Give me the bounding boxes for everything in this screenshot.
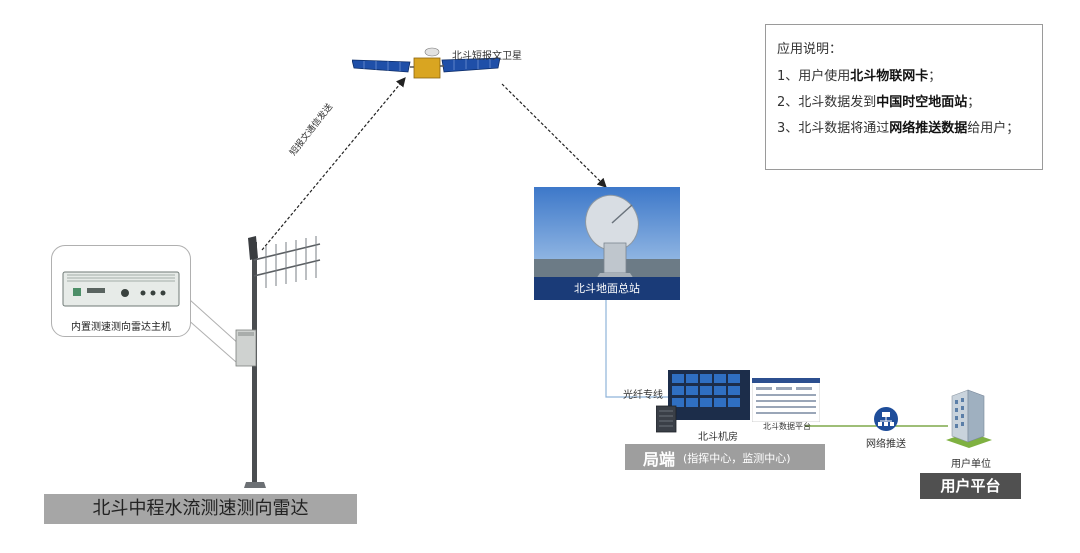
application-notes: 应用说明： 1、用户使用北斗物联网卡； 2、北斗数据发到中国时空地面站； 3、北… (765, 24, 1043, 170)
network-icon (873, 406, 899, 432)
building-icon (944, 388, 994, 450)
data-platform-screen (752, 378, 820, 422)
note-item: 3、北斗数据将通过网络推送数据给用户； (777, 117, 1019, 136)
computer-room-image (656, 368, 752, 434)
note-item: 1、用户使用北斗物联网卡； (777, 65, 941, 84)
notes-title: 应用说明： (777, 38, 842, 57)
local-end-title: 局端 (643, 446, 675, 470)
local-end-bar: 局端 (指挥中心，监测中心) (625, 444, 825, 470)
radar-host-callout: 内置测速测向雷达主机 (51, 245, 191, 337)
radar-pole-icon (228, 232, 328, 492)
note-item: 2、北斗数据发到中国时空地面站； (777, 91, 980, 110)
user-platform-bar: 用户平台 (920, 473, 1021, 499)
downlink-arrow (502, 84, 606, 187)
user-unit-label: 用户单位 (951, 455, 991, 470)
ground-station: 北斗地面总站 (534, 187, 680, 300)
ground-station-label: 北斗地面总站 (534, 277, 680, 300)
radar-host-device (61, 270, 181, 308)
data-platform-label: 北斗数据平台 (763, 421, 811, 432)
network-push-label: 网络推送 (866, 435, 906, 450)
local-end-subtitle: (指挥中心，监测中心) (683, 450, 791, 466)
uplink-arrow (262, 78, 405, 250)
radar-system-bar: 北斗中程水流测速测向雷达 (44, 494, 357, 524)
radar-host-label: 内置测速测向雷达主机 (52, 318, 190, 333)
computer-room-label: 北斗机房 (698, 428, 738, 443)
satellite-label: 北斗短报文卫星 (452, 47, 522, 62)
